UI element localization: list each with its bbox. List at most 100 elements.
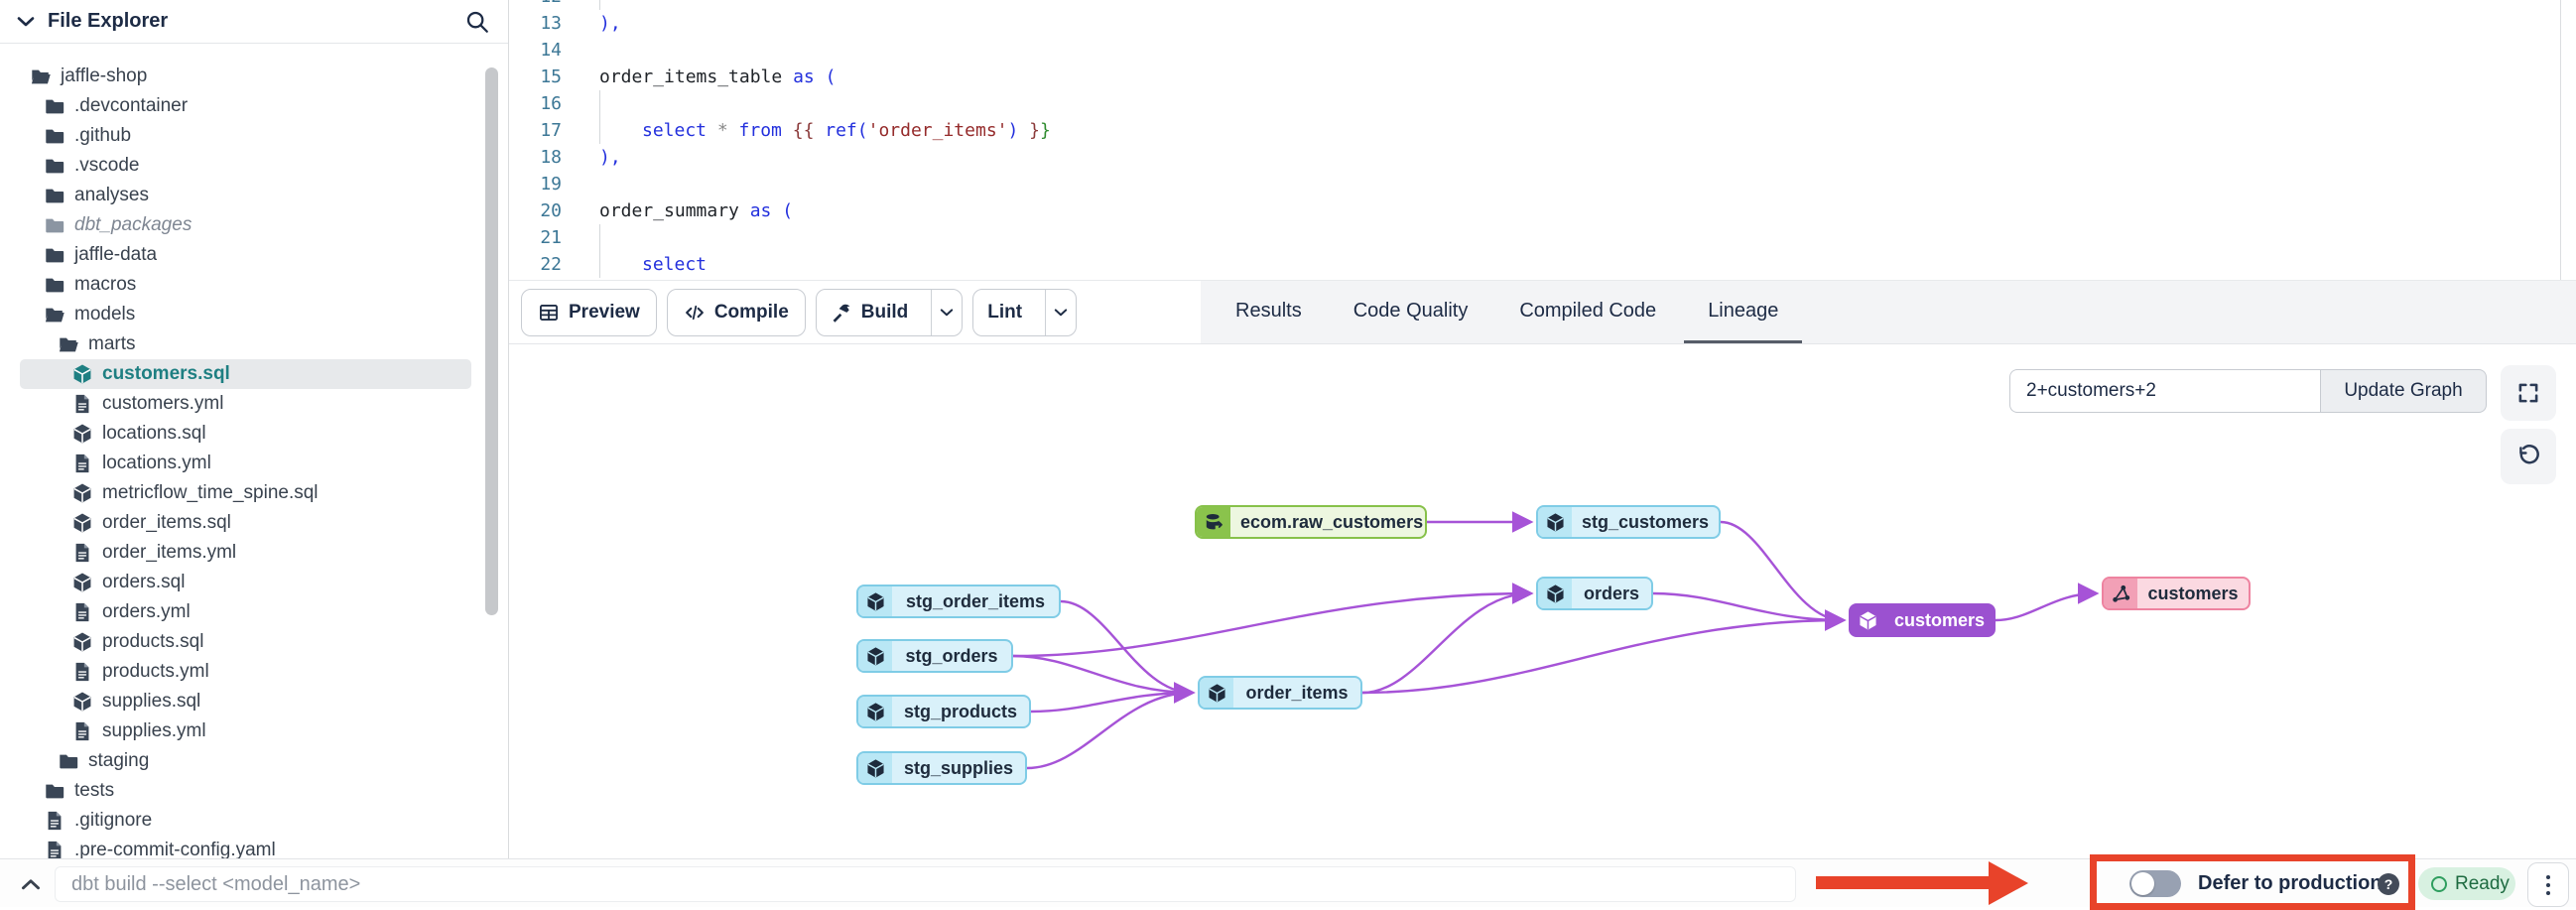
tree-item-models[interactable]: models — [44, 300, 135, 329]
code-token: ( — [825, 66, 837, 87]
lineage-edge-stg_supplies-order_items — [1026, 682, 1196, 770]
fullscreen-button[interactable] — [2501, 365, 2556, 421]
update-graph-button[interactable]: Update Graph — [2320, 369, 2487, 413]
folder-icon — [44, 780, 65, 802]
toggle-knob — [2131, 872, 2154, 895]
lineage-node-stg_supplies[interactable]: stg_supplies — [856, 751, 1027, 785]
lineage-node-customers_exposure[interactable]: customers — [2102, 577, 2251, 610]
code-token: } — [1018, 120, 1041, 141]
build-dropdown-button[interactable] — [931, 289, 962, 335]
build-button[interactable]: Build — [817, 290, 923, 335]
tree-item-jaffle-shop[interactable]: jaffle-shop — [30, 62, 147, 91]
tree-item--pre-commit-config-yaml[interactable]: .pre-commit-config.yaml — [44, 836, 276, 858]
tree-item-metricflow-time-spine-sql[interactable]: metricflow_time_spine.sql — [71, 478, 319, 508]
lineage-edge-order_items-customers — [1361, 609, 1847, 695]
help-icon[interactable]: ? — [2378, 873, 2399, 895]
preview-button-label: Preview — [569, 301, 640, 323]
code-token: as — [793, 66, 826, 87]
line-number: 15 — [540, 66, 562, 87]
ready-circle-icon — [2431, 875, 2447, 892]
tree-item-supplies-sql[interactable]: supplies.sql — [71, 687, 200, 716]
editor-toolbar: Preview Compile Build Lint — [509, 280, 1201, 344]
lint-button-label: Lint — [987, 301, 1023, 323]
lineage-node-label: stg_supplies — [903, 757, 1014, 778]
tree-item-products-sql[interactable]: products.sql — [71, 627, 203, 657]
tree-item-tests[interactable]: tests — [44, 776, 114, 806]
folder-open-icon — [30, 65, 52, 87]
tree-item-locations-sql[interactable]: locations.sql — [71, 419, 206, 449]
kebab-menu-button[interactable] — [2527, 862, 2569, 907]
reset-icon — [2515, 444, 2541, 469]
tree-item-locations-yml[interactable]: locations.yml — [71, 449, 211, 478]
tree-item-macros[interactable]: macros — [44, 270, 136, 300]
tree-item-label: macros — [74, 274, 137, 295]
lineage-node-customers[interactable]: customers — [1849, 603, 1996, 637]
tree-item-customers-yml[interactable]: customers.yml — [71, 389, 223, 419]
tree-item-products-yml[interactable]: products.yml — [71, 657, 209, 687]
cube-icon — [71, 631, 93, 653]
lineage-node-stg_products[interactable]: stg_products — [856, 695, 1031, 728]
lint-button[interactable]: Lint — [973, 290, 1036, 335]
lineage-filter-input[interactable] — [2009, 369, 2320, 413]
lineage-node-stg_order_items[interactable]: stg_order_items — [856, 585, 1061, 618]
tree-item-order-items-sql[interactable]: order_items.sql — [71, 508, 231, 538]
lineage-node-orders[interactable]: orders — [1536, 577, 1653, 610]
code-token: ( — [856, 120, 868, 141]
folder-icon — [44, 214, 65, 236]
line-number: 18 — [540, 147, 562, 168]
reset-view-button[interactable] — [2501, 429, 2556, 484]
tree-item--vscode[interactable]: .vscode — [44, 151, 139, 181]
tree-item-supplies-yml[interactable]: supplies.yml — [71, 716, 206, 746]
tree-item-analyses[interactable]: analyses — [44, 181, 149, 210]
tree-item-marts[interactable]: marts — [58, 329, 136, 359]
tab-results[interactable]: Results — [1235, 299, 1302, 322]
tree-item-label: .devcontainer — [74, 95, 189, 116]
lineage-node-order_items[interactable]: order_items — [1198, 676, 1362, 710]
chevron-down-icon[interactable] — [14, 10, 38, 34]
search-icon[interactable] — [464, 9, 490, 35]
lineage-node-ecom_raw_customers[interactable]: ecom.raw_customers — [1195, 505, 1427, 539]
indent-guide — [599, 251, 600, 278]
lint-dropdown-button[interactable] — [1045, 289, 1076, 335]
compile-button[interactable]: Compile — [666, 288, 806, 336]
tree-item--devcontainer[interactable]: .devcontainer — [44, 91, 188, 121]
chevron-down-icon — [938, 304, 956, 322]
code-token: ) — [1007, 120, 1019, 141]
editor-scrollbar[interactable] — [2560, 0, 2561, 280]
tree-item-orders-sql[interactable]: orders.sql — [71, 568, 185, 597]
tab-lineage[interactable]: Lineage — [1684, 281, 1803, 343]
tree-item--gitignore[interactable]: .gitignore — [44, 806, 152, 836]
tree-item-customers-sql[interactable]: customers.sql — [71, 359, 230, 389]
tab-compiled-code[interactable]: Compiled Code — [1519, 299, 1657, 322]
tree-item-staging[interactable]: staging — [58, 746, 149, 776]
line-number: 22 — [540, 254, 562, 275]
line-number: 20 — [540, 200, 562, 221]
indent-guide — [599, 224, 600, 251]
lineage-edge-stg_order_items-order_items — [1060, 599, 1196, 704]
lineage-node-stg_customers[interactable]: stg_customers — [1536, 505, 1721, 539]
chevron-up-icon[interactable] — [18, 871, 44, 897]
hammer-icon — [831, 302, 852, 324]
preview-button[interactable]: Preview — [521, 288, 657, 336]
code-line-15: order_items_table as ( — [509, 64, 2576, 90]
command-input[interactable] — [55, 866, 1796, 902]
cube-icon — [858, 697, 892, 726]
tree-item-order-items-yml[interactable]: order_items.yml — [71, 538, 236, 568]
tab-code-quality[interactable]: Code Quality — [1352, 299, 1469, 322]
lineage-node-stg_orders[interactable]: stg_orders — [856, 639, 1013, 673]
file-tree-scrollbar[interactable] — [485, 67, 498, 615]
cube-icon — [71, 691, 93, 713]
tree-item-jaffle-data[interactable]: jaffle-data — [44, 240, 157, 270]
tree-item-dbt-packages[interactable]: dbt_packages — [44, 210, 192, 240]
tree-item-orders-yml[interactable]: orders.yml — [71, 597, 191, 627]
doc-icon — [71, 661, 93, 683]
file-explorer-panel: File Explorer jaffle-shop.devcontainer.g… — [0, 0, 509, 858]
tree-item--github[interactable]: .github — [44, 121, 131, 151]
lineage-edge-customers-customers_exposure — [1995, 583, 2100, 622]
fullscreen-icon — [2515, 380, 2541, 406]
cube-icon — [71, 482, 93, 504]
defer-to-production-toggle[interactable] — [2129, 870, 2181, 897]
folder-open-icon — [58, 333, 79, 355]
